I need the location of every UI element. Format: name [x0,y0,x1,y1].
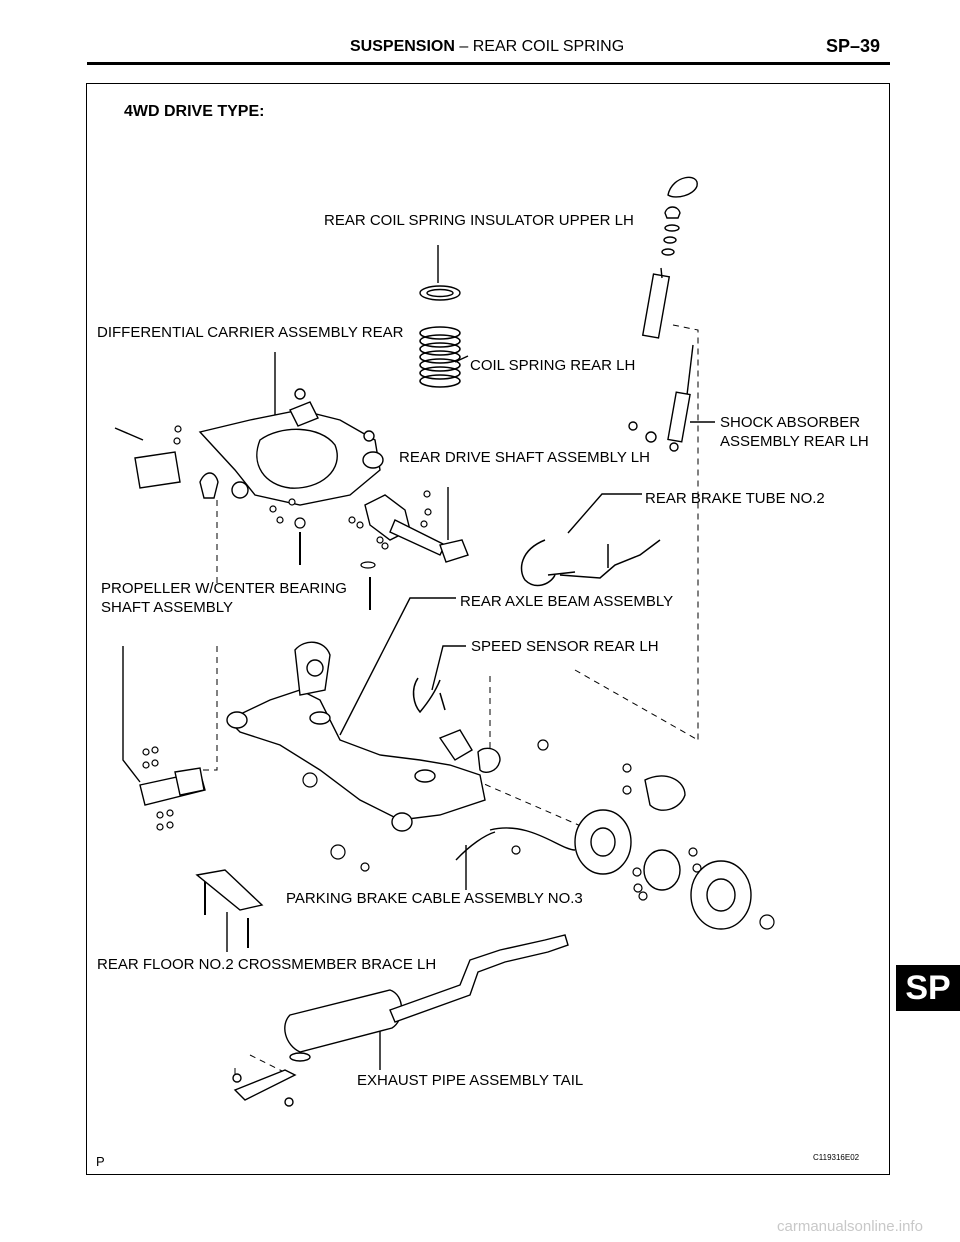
label-propeller-line2: SHAFT ASSEMBLY [101,599,233,616]
exhaust-drawing [232,934,569,1107]
label-speed-sensor: SPEED SENSOR REAR LH [471,638,659,655]
label-shock-line2: ASSEMBLY REAR LH [720,433,869,450]
bump-stopper [664,206,681,219]
diagram-frame [86,83,890,1175]
bump-stopper-cap [667,176,698,198]
header-rule [87,62,890,65]
axle-beam-drawing [226,641,501,832]
dash-shock-axle [672,324,699,740]
label-propeller-line1: PROPELLER W/CENTER BEARING [101,580,347,597]
leader-coil [454,355,469,363]
page-number: SP–39 [826,36,881,56]
shock-upper-body [641,273,671,339]
figure-id: C119316E02 [813,1153,860,1162]
coil-spring-drawing [419,326,461,388]
label-diff-carrier: DIFFERENTIAL CARRIER ASSEMBLY REAR [97,324,404,341]
label-brake-tube: REAR BRAKE TUBE NO.2 [645,490,825,507]
figure-mark: P [96,1154,105,1169]
diagram-title: 4WD DRIVE TYPE: [124,103,265,120]
label-coil-spring: COIL SPRING REAR LH [470,357,636,374]
nut-1 [628,421,638,431]
dash-axle-right [574,669,699,741]
dash-prop-2 [190,646,218,771]
label-exhaust-tail: EXHAUST PIPE ASSEMBLY TAIL [357,1072,584,1089]
label-drive-shaft: REAR DRIVE SHAFT ASSEMBLY LH [399,449,650,466]
speed-sensor-wire [412,677,441,714]
drive-shaft-drawing [364,494,469,563]
leader-propeller [122,646,141,783]
washer-upper [664,224,680,232]
brake-assembly-drawing [455,775,752,930]
label-floor-brace: REAR FLOOR NO.2 CROSSMEMBER BRACE LH [97,956,437,973]
differential-drawing [114,388,384,506]
brake-hose [520,539,556,587]
propeller-shaft-drawing [139,767,206,806]
section-name: SUSPENSION [350,38,455,55]
watermark-text: carmanualsonline.info [777,1218,923,1235]
leader-axle-beam [339,597,456,736]
leader-speed-sensor [431,645,466,691]
floor-brace-drawing [195,869,264,911]
dash-hub [474,779,591,831]
shock-lower-body [667,391,691,443]
label-insulator-upper: REAR COIL SPRING INSULATOR UPPER LH [324,212,634,229]
subsection-name: REAR COIL SPRING [472,38,625,55]
label-axle-beam: REAR AXLE BEAM ASSEMBLY [460,593,674,610]
label-parking-cable: PARKING BRAKE CABLE ASSEMBLY NO.3 [286,890,583,907]
cushion [663,236,677,244]
header-separator: – [454,38,473,55]
label-shock-line1: SHOCK ABSORBER [720,414,861,431]
retainer [661,248,675,256]
leader-brake-tube [567,493,642,534]
nut-2 [645,431,657,443]
brake-tube [559,539,661,579]
page-header-title: SUSPENSION – REAR COIL SPRING [350,38,624,56]
section-tab: SP [896,965,960,1011]
